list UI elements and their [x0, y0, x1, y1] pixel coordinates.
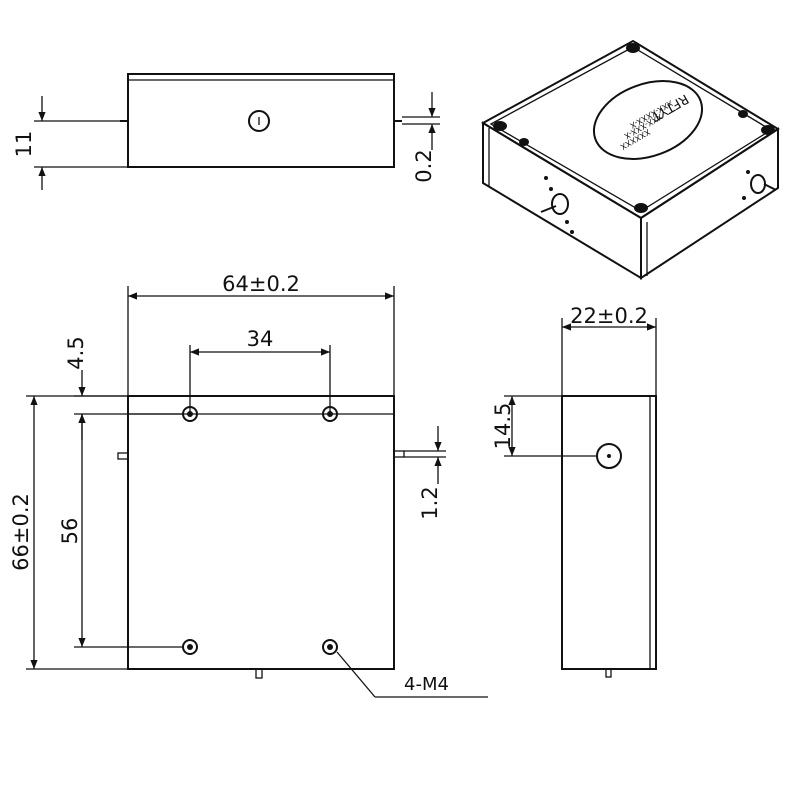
dim-height: 66±0.2 — [9, 395, 128, 670]
dim-connector-offset-text: 14.5 — [491, 403, 515, 450]
dim-hole-spacing-y: 56 — [58, 414, 183, 648]
side-view: 22±0.2 14.5 — [491, 304, 657, 678]
front-view-left-pin — [117, 452, 129, 460]
side-view-body — [561, 395, 657, 670]
top-view: 11 0.2 — [12, 73, 440, 190]
dim-pin-offset: 1.2 — [404, 426, 446, 520]
dim-connector-height-text: 11 — [12, 131, 36, 158]
dim-width: 64±0.2 — [127, 272, 395, 396]
iso-left-face — [482, 121, 642, 280]
iso-hole-right — [761, 125, 775, 135]
iso-hole-top — [626, 43, 640, 53]
side-view-bottom-pin — [605, 668, 612, 678]
dim-connector-protrusion-text: 0.2 — [412, 149, 436, 182]
dim-connector-height: 11 — [12, 96, 128, 190]
mounting-hole-bottom-left — [182, 639, 198, 655]
dim-height-text: 66±0.2 — [9, 493, 33, 571]
dim-width-text: 64±0.2 — [222, 272, 300, 296]
dim-hole-spacing-x-text: 34 — [247, 327, 274, 351]
dim-hole-spacing-y-text: 56 — [58, 518, 82, 545]
iso-hole-left — [493, 121, 507, 131]
iso-label-oval — [592, 80, 704, 160]
dim-depth: 22±0.2 — [561, 304, 657, 396]
dim-pin-offset-text: 1.2 — [418, 486, 442, 519]
iso-connector-left — [540, 176, 574, 234]
top-view-body — [127, 73, 395, 168]
dim-hole-offset-top-text: 4.5 — [64, 336, 88, 369]
dim-hole-spacing-x: 34 — [189, 327, 331, 414]
dim-depth-text: 22±0.2 — [570, 304, 648, 328]
front-view-bottom-pin — [255, 668, 263, 679]
dim-connector-protrusion: 0.2 — [402, 92, 440, 183]
callout-mounting-holes-text: 4-M4 — [404, 674, 449, 695]
top-view-connector — [248, 110, 270, 132]
mounting-hole-bottom-right — [322, 639, 338, 655]
callout-mounting-holes: 4-M4 — [336, 651, 488, 698]
iso-hole-bottom — [634, 203, 648, 213]
front-view-body — [127, 395, 395, 670]
isometric-view: RFTYT XXX-XXXX-X XXX-XXX-X XXXXXX — [480, 39, 780, 280]
iso-right-face — [640, 127, 779, 280]
front-view-right-pin — [393, 450, 405, 458]
dim-connector-offset: 14.5 — [491, 395, 597, 457]
iso-connector-right — [742, 170, 777, 200]
front-view: 64±0.2 34 4.5 56 66±0.2 — [9, 272, 488, 698]
